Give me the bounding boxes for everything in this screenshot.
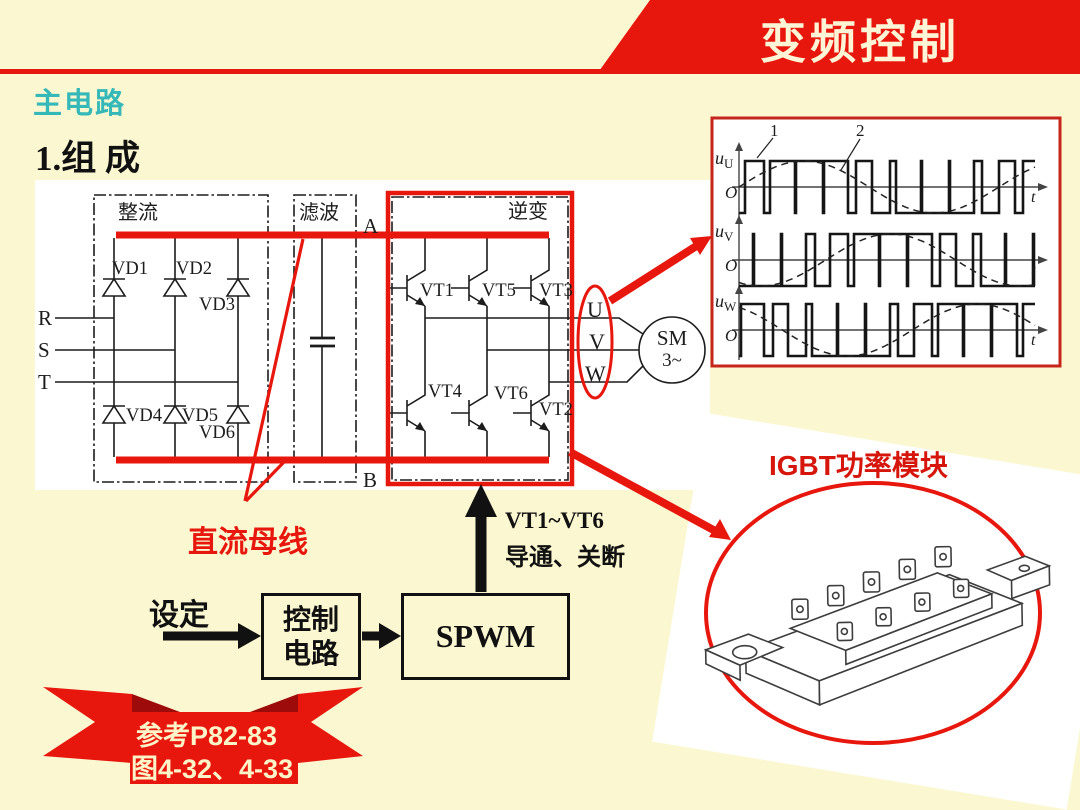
- sine-wave-w: [738, 303, 1036, 357]
- wave-w-time: t: [1031, 332, 1036, 349]
- gate-signal-line2: 导通、关断: [505, 544, 625, 571]
- sine-wave-v: [738, 233, 1036, 287]
- slide-title: 变频控制: [760, 16, 960, 68]
- motor-label-sm: SM: [657, 326, 688, 350]
- inverter-label: 逆变: [508, 200, 548, 223]
- spwm-box: SPWM: [401, 593, 570, 680]
- control-circuit-line2: 电路: [282, 637, 339, 669]
- circuit-labels: 整流 滤波 逆变 A B R S T U V W SM 3~ VD1 VD2 V…: [38, 200, 687, 492]
- pwm-wave-w: [739, 302, 1035, 358]
- wave-u-time: t: [1031, 189, 1036, 206]
- waveform-traces: [738, 159, 1036, 358]
- pwm-wave-v: [739, 232, 1036, 288]
- inverter-legs: [389, 238, 550, 457]
- igbt-terminals: [791, 545, 970, 642]
- control-circuit-line1: 控制: [282, 603, 339, 635]
- transistor-label-vt4: VT4: [428, 382, 462, 402]
- motor-label-3ph: 3~: [662, 350, 682, 371]
- transistor-label-vt5: VT5: [482, 281, 516, 301]
- filter-label: 滤波: [299, 201, 339, 224]
- diode-label-vd2: VD2: [176, 259, 212, 279]
- capacitor: [310, 238, 335, 457]
- filter-box: [293, 194, 357, 483]
- flow-arrows: [163, 484, 497, 649]
- annotation-1: 1: [770, 121, 779, 140]
- title-band: [597, 0, 1080, 74]
- wave-v-origin: O: [725, 256, 737, 275]
- output-w-label: W: [585, 361, 606, 386]
- output-u-label: U: [587, 297, 603, 322]
- sine-wave-u: [738, 160, 1036, 214]
- dc-bus-label: 直流母线: [188, 526, 308, 559]
- output-rails: [425, 317, 644, 383]
- pwm-wave-u: [739, 159, 1035, 215]
- control-circuit-box: 控制 电路: [261, 593, 361, 680]
- title-underline: [0, 69, 1080, 74]
- wave-w-axis-label: uW: [715, 291, 737, 314]
- igbt-ellipse: [704, 481, 1042, 745]
- rectifier-label: 整流: [118, 201, 158, 224]
- inverter-inner-box: [391, 196, 569, 481]
- wave-u-origin: O: [725, 183, 737, 202]
- arrow-to-igbt: [568, 448, 731, 540]
- input-t-label: T: [38, 370, 51, 394]
- diode-symbols-bottom: [101, 404, 251, 424]
- diode-label-vd6: VD6: [199, 423, 235, 443]
- output-v-label: V: [589, 329, 605, 354]
- diode-label-vd5: VD5: [182, 406, 218, 426]
- transistor-label-vt2: VT2: [539, 400, 573, 420]
- transistor-label-vt3: VT3: [539, 281, 573, 301]
- diode-label-vd4: VD4: [126, 406, 162, 426]
- annotation-2: 2: [856, 121, 865, 140]
- arrow-to-waveforms: [607, 236, 712, 305]
- dc-bus-bars: [116, 231, 549, 464]
- emitter-arrows: [415, 297, 549, 431]
- waveform-labels: uU uV uW O O O t t t 1 2: [715, 121, 1036, 349]
- wave-v-axis-label: uV: [715, 221, 734, 244]
- circuit-diagram: [55, 194, 706, 483]
- input-lines: [55, 317, 238, 383]
- gate-signal-line1: VT1~VT6: [505, 508, 604, 533]
- igbt-module-label: IGBT功率模块: [769, 450, 948, 481]
- input-s-label: S: [38, 338, 50, 362]
- waveform-axis-arrows: [735, 142, 1048, 334]
- diode-label-vd1: VD1: [112, 259, 148, 279]
- section-label: 主电路: [33, 88, 127, 120]
- inverter-red-box: [385, 190, 575, 487]
- heading: 1.组 成: [35, 139, 141, 178]
- wave-u-axis-label: uU: [715, 148, 734, 171]
- waveform-axes: [732, 149, 1040, 360]
- uvw-ellipse: [576, 284, 614, 400]
- waveform-box: [710, 116, 1062, 368]
- motor-circle: [638, 316, 706, 384]
- dc-bus-pointer: [243, 238, 305, 503]
- diode-symbols-top: [101, 277, 251, 297]
- banner-reference-line1: 参考P82-83: [136, 721, 278, 751]
- transistor-label-vt1: VT1: [420, 281, 454, 301]
- banner-reference-line2: 图4-32、4-33: [131, 754, 294, 784]
- bus-a-label: A: [363, 214, 379, 238]
- spwm-label: SPWM: [435, 618, 536, 654]
- wave-w-origin: O: [725, 326, 737, 345]
- diode-label-vd3: VD3: [199, 295, 235, 315]
- setpoint-label: 设定: [149, 599, 209, 632]
- bus-b-label: B: [363, 468, 377, 492]
- transistor-label-vt6: VT6: [494, 384, 528, 404]
- reference-banner: [43, 687, 363, 784]
- igbt-module-drawing: [703, 545, 1052, 707]
- rectifier-box: [93, 194, 269, 483]
- wave-v-time: t: [1031, 262, 1036, 279]
- input-r-label: R: [38, 306, 52, 330]
- annotation-leaders: [756, 137, 861, 171]
